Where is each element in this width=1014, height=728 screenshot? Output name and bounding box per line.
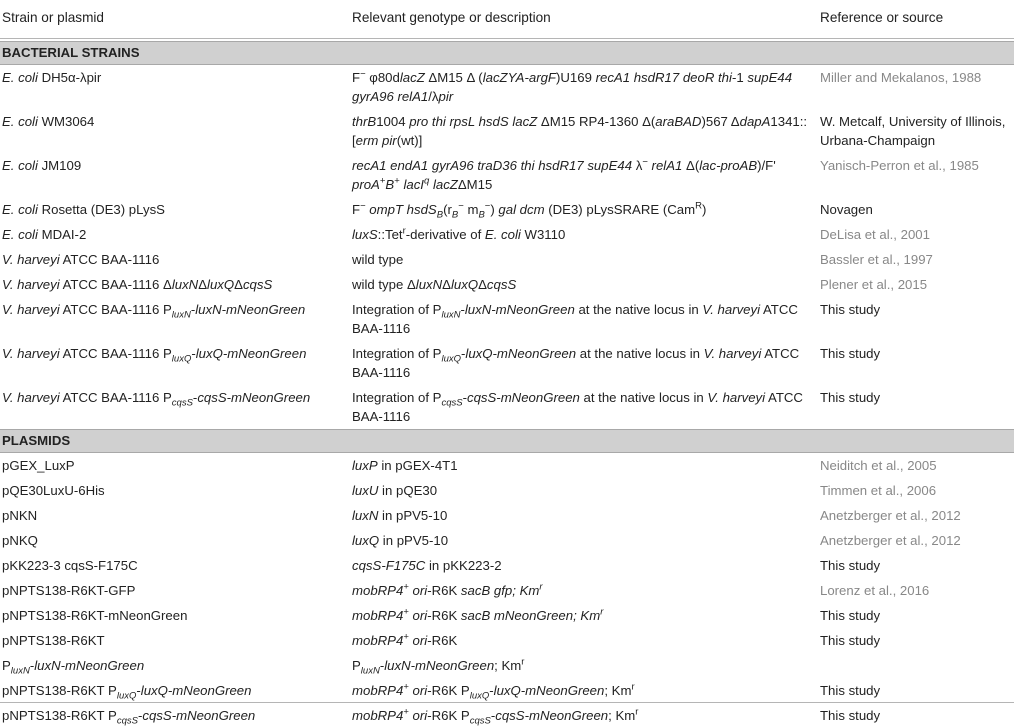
table-row: V. harveyi ATCC BAA-1116 ΔluxNΔluxQΔcqsS… <box>0 272 1014 297</box>
table-row: pNPTS138-R6KT-mNeonGreen mobRP4+ ori-R6K… <box>0 603 1014 628</box>
strain-name: V. harveyi ATCC BAA-1116 PluxQ-luxQ-mNeo… <box>2 346 307 365</box>
genotype: Integration of PluxN-luxN-mNeonGreen at … <box>352 302 798 336</box>
reference: Timmen et al., 2006 <box>820 483 937 498</box>
reference: This study <box>820 390 881 405</box>
genotype: mobRP4+ ori-R6K PluxQ-luxQ-mNeonGreen; K… <box>352 681 635 702</box>
table-row: E. coli DH5α-λpir F− φ80dlacZ ΔM15 Δ (la… <box>0 65 1014 110</box>
strain-name: E. coli WM3064 <box>2 114 95 129</box>
reference-line: Urbana-Champaign <box>820 133 936 148</box>
genotype: mobRP4+ ori-R6K sacB mNeonGreen; Kmr <box>352 606 604 623</box>
strain-name: V. harveyi ATCC BAA-1116 PluxN-luxN-mNeo… <box>2 302 306 321</box>
genotype: luxQ in pPV5-10 <box>352 533 449 548</box>
strain-name: E. coli Rosetta (DE3) pLysS <box>2 202 165 217</box>
plasmid-name: pNPTS138-R6KT-GFP <box>2 583 136 598</box>
header-reference: Reference or source <box>820 0 1014 39</box>
reference: This study <box>820 558 881 573</box>
genotype: F− ompT hsdSB(rB− mB−) gal dcm (DE3) pLy… <box>352 200 707 221</box>
genotype: mobRP4+ ori-R6K sacB gfp; Kmr <box>352 581 543 598</box>
table-row: PluxN-luxN-mNeonGreen PluxN-luxN-mNeonGr… <box>0 653 1014 678</box>
plasmid-name: pNPTS138-R6KT PluxQ-luxQ-mNeonGreen <box>2 683 252 702</box>
genotype: recA1 endA1 gyrA96 traD36 thi hsdR17 sup… <box>352 156 776 192</box>
plasmid-name: pNPTS138-R6KT <box>2 633 105 648</box>
genotype: Integration of PcqsS-cqsS-mNeonGreen at … <box>352 390 803 424</box>
section-label: PLASMIDS <box>0 429 1014 453</box>
plasmid-name: pNKN <box>2 508 38 523</box>
genotype: luxP in pGEX-4T1 <box>352 458 458 473</box>
table-row: V. harveyi ATCC BAA-1116 PluxN-luxN-mNeo… <box>0 297 1014 341</box>
table-bottom-rule <box>0 702 1014 703</box>
reference: This study <box>820 302 881 317</box>
reference: Plener et al., 2015 <box>820 277 928 292</box>
plasmid-name: pNPTS138-R6KT PcqsS-cqsS-mNeonGreen <box>2 708 256 727</box>
table-row: pKK223-3 cqsS-F175C cqsS-F175C in pKK223… <box>0 553 1014 578</box>
reference: Neiditch et al., 2005 <box>820 458 937 473</box>
table-row: V. harveyi ATCC BAA-1116 wild type Bassl… <box>0 247 1014 272</box>
genotype: wild type ΔluxNΔluxQΔcqsS <box>352 277 517 292</box>
reference: Novagen <box>820 202 873 217</box>
table-row: E. coli Rosetta (DE3) pLysS F− ompT hsdS… <box>0 197 1014 222</box>
strain-name: V. harveyi ATCC BAA-1116 ΔluxNΔluxQΔcqsS <box>2 277 273 292</box>
table-row: E. coli JM109 recA1 endA1 gyrA96 traD36 … <box>0 153 1014 197</box>
genotype: thrB1004 pro thi rpsL hsdS lacZ ΔM15 RP4… <box>352 114 808 148</box>
reference: This study <box>820 683 881 698</box>
table-row: pNKN luxN in pPV5-10 Anetzberger et al.,… <box>0 503 1014 528</box>
table-row: E. coli MDAI-2 luxS::Tetr-derivative of … <box>0 222 1014 247</box>
reference: Anetzberger et al., 2012 <box>820 533 961 548</box>
table-row: pNPTS138-R6KT-GFP mobRP4+ ori-R6K sacB g… <box>0 578 1014 603</box>
genotype: mobRP4+ ori-R6K PcqsS-cqsS-mNeonGreen; K… <box>352 706 639 727</box>
reference <box>820 653 1014 678</box>
reference: This study <box>820 633 881 648</box>
header-genotype: Relevant genotype or description <box>352 0 820 39</box>
reference: This study <box>820 708 881 723</box>
reference: Anetzberger et al., 2012 <box>820 508 961 523</box>
table-row: pNPTS138-R6KT PluxQ-luxQ-mNeonGreen mobR… <box>0 678 1014 703</box>
reference: Yanisch-Perron et al., 1985 <box>820 158 979 173</box>
reference: Bassler et al., 1997 <box>820 252 933 267</box>
strain-name: V. harveyi ATCC BAA-1116 PcqsS-cqsS-mNeo… <box>2 390 311 409</box>
table-row: E. coli WM3064 thrB1004 pro thi rpsL hsd… <box>0 109 1014 153</box>
reference: Lorenz et al., 2016 <box>820 583 930 598</box>
table-row: pNPTS138-R6KT PcqsS-cqsS-mNeonGreen mobR… <box>0 703 1014 728</box>
plasmid-name: PluxN-luxN-mNeonGreen <box>2 658 145 677</box>
genotype: luxU in pQE30 <box>352 483 438 498</box>
reference: This study <box>820 346 881 361</box>
header-strain: Strain or plasmid <box>0 0 352 39</box>
genotype: wild type <box>352 252 404 267</box>
genotype: luxN in pPV5-10 <box>352 508 448 523</box>
table-row: pGEX_LuxP luxP in pGEX-4T1 Neiditch et a… <box>0 453 1014 479</box>
strain-name: E. coli DH5α-λpir <box>2 70 102 85</box>
plasmid-name: pKK223-3 cqsS-F175C <box>2 558 138 573</box>
genotype: luxS::Tetr-derivative of E. coli W3110 <box>352 225 566 242</box>
genotype: F− φ80dlacZ ΔM15 Δ (lacZYA-argF)U169 rec… <box>352 68 793 104</box>
plasmid-name: pNPTS138-R6KT-mNeonGreen <box>2 608 188 623</box>
reference-line: W. Metcalf, University of Illinois, <box>820 114 1006 129</box>
section-plasmids: PLASMIDS <box>0 429 1014 453</box>
reference: Miller and Mekalanos, 1988 <box>820 70 982 85</box>
genotype: mobRP4+ ori-R6K <box>352 631 458 648</box>
genotype: cqsS-F175C in pKK223-2 <box>352 558 502 573</box>
table-row: V. harveyi ATCC BAA-1116 PluxQ-luxQ-mNeo… <box>0 341 1014 385</box>
strain-name: V. harveyi ATCC BAA-1116 <box>2 252 160 267</box>
strain-name: E. coli MDAI-2 <box>2 227 87 242</box>
table-row: V. harveyi ATCC BAA-1116 PcqsS-cqsS-mNeo… <box>0 385 1014 430</box>
reference: DeLisa et al., 2001 <box>820 227 930 242</box>
section-label: BACTERIAL STRAINS <box>0 41 1014 65</box>
reference: This study <box>820 608 881 623</box>
section-bacterial-strains: BACTERIAL STRAINS <box>0 41 1014 65</box>
plasmid-name: pQE30LuxU-6His <box>2 483 105 498</box>
strain-name: E. coli JM109 <box>2 158 82 173</box>
genotype: PluxN-luxN-mNeonGreen; Kmr <box>352 656 525 677</box>
header-row: Strain or plasmid Relevant genotype or d… <box>0 0 1014 39</box>
plasmid-name: pNKQ <box>2 533 38 548</box>
table-row: pQE30LuxU-6His luxU in pQE30 Timmen et a… <box>0 478 1014 503</box>
table-row: pNKQ luxQ in pPV5-10 Anetzberger et al.,… <box>0 528 1014 553</box>
plasmid-name: pGEX_LuxP <box>2 458 75 473</box>
table-row: pNPTS138-R6KT mobRP4+ ori-R6K This study <box>0 628 1014 653</box>
reference: W. Metcalf, University of Illinois, Urban… <box>820 109 1014 153</box>
genotype: Integration of PluxQ-luxQ-mNeonGreen at … <box>352 346 800 380</box>
